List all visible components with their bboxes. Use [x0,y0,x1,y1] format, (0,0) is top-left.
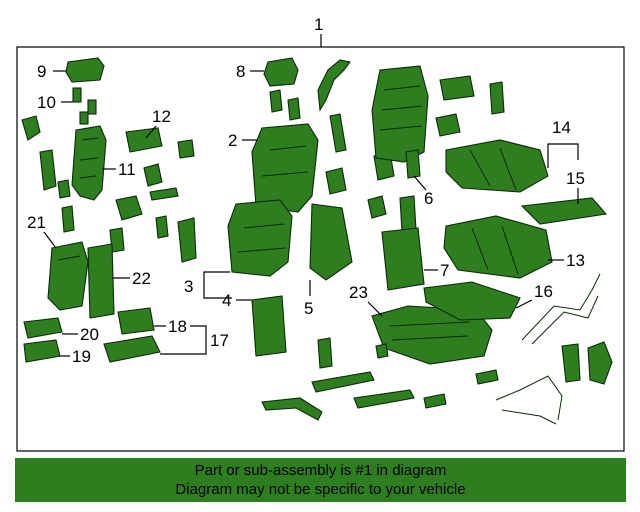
cover-left-part[interactable] [177,217,197,263]
guide-3-part[interactable] [287,97,301,121]
side-cushion-part[interactable] [47,241,89,311]
bracket-left-2-part[interactable] [57,179,71,199]
handle-part[interactable] [125,127,163,153]
wire-frame-2-part[interactable] [495,375,563,425]
seatback-lower-part[interactable] [227,199,293,277]
callout-22[interactable]: 22 [132,269,151,288]
callout-10[interactable]: 10 [37,93,56,112]
hinge-left-part[interactable] [21,115,41,141]
pad-20-part[interactable] [23,317,63,339]
callout-12[interactable]: 12 [152,107,171,126]
guide-2-part[interactable] [269,89,283,113]
hinge-mid-part[interactable] [325,167,347,195]
handle-bar-part[interactable] [261,397,323,421]
callout-8[interactable]: 8 [236,62,245,81]
cover-17-part[interactable] [103,335,161,363]
callout-2[interactable]: 2 [228,131,237,150]
callout-11[interactable]: 11 [118,160,136,179]
cover-18-part[interactable] [117,307,155,335]
cushion-13-part[interactable] [443,215,553,279]
callout-19[interactable]: 19 [72,347,91,366]
board-5-part[interactable] [309,203,353,281]
frame-rod-part[interactable] [317,59,351,112]
latch-part[interactable] [439,75,475,101]
clip-2-part[interactable] [155,215,169,239]
bar-right-part[interactable] [475,369,499,385]
callout-7[interactable]: 7 [440,261,449,280]
callout-20[interactable]: 20 [80,325,99,344]
callout-15[interactable]: 15 [566,169,585,188]
actuator-part[interactable] [115,195,143,221]
pad-19-part[interactable] [23,339,61,363]
panel-7-part[interactable] [381,227,425,291]
cover-right-part[interactable] [561,343,581,383]
cable-part[interactable] [149,187,179,201]
callout-5[interactable]: 5 [304,299,313,318]
clip-rail-part[interactable] [423,393,447,409]
panel-left-part[interactable] [87,243,115,319]
frame-rod-2-part[interactable] [329,113,347,153]
bracket-6-part[interactable] [405,149,421,179]
cap-part[interactable] [489,81,505,115]
banner-line-2: Diagram may not be specific to your vehi… [175,481,466,498]
callout-21[interactable]: 21 [27,213,46,232]
seatback-frame-left-part[interactable] [71,125,107,201]
rail-part[interactable] [311,371,375,393]
callout-23[interactable]: 23 [349,283,368,302]
callout-13[interactable]: 13 [566,251,585,270]
headrest-guide-part[interactable] [72,87,97,125]
rail-2-part[interactable] [353,389,415,409]
callout-16[interactable]: 16 [534,282,553,301]
bracket-left-part[interactable] [39,149,57,191]
seat-frame-back-part[interactable] [371,65,429,163]
frame-15-part[interactable] [520,197,608,225]
wire-frame-part[interactable] [521,273,601,345]
side-cover-part[interactable] [587,341,613,385]
pad-4-part[interactable] [251,295,287,357]
callout-14[interactable]: 14 [552,118,571,137]
callout-9[interactable]: 9 [37,62,46,81]
headrest-small-part[interactable] [65,57,105,83]
lever-part[interactable] [317,337,333,369]
latch-2-part[interactable] [435,113,461,137]
callout-17[interactable]: 17 [210,331,229,350]
board-16-part[interactable] [423,281,521,321]
callout-18[interactable]: 18 [168,317,187,336]
info-banner: Part or sub-assembly is #1 in diagram Di… [15,458,626,502]
headrest-main-part[interactable] [263,57,299,87]
cover-mid-part[interactable] [399,195,417,233]
cushion-14-part[interactable] [445,139,549,193]
seatback-upper-part[interactable] [251,123,319,213]
callout-4[interactable]: 4 [222,291,231,310]
callout-6[interactable]: 6 [424,189,433,208]
seat-base-23-part[interactable] [371,305,493,365]
lever-2-part[interactable] [375,343,389,359]
banner-line-1: Part or sub-assembly is #1 in diagram [194,462,447,479]
callout-1[interactable]: 1 [314,15,323,34]
clip-part[interactable] [177,139,195,159]
bracket-mid-part[interactable] [367,195,387,219]
small-bracket-part[interactable] [143,163,163,187]
callout-3[interactable]: 3 [184,277,193,296]
pin-part[interactable] [61,205,75,233]
